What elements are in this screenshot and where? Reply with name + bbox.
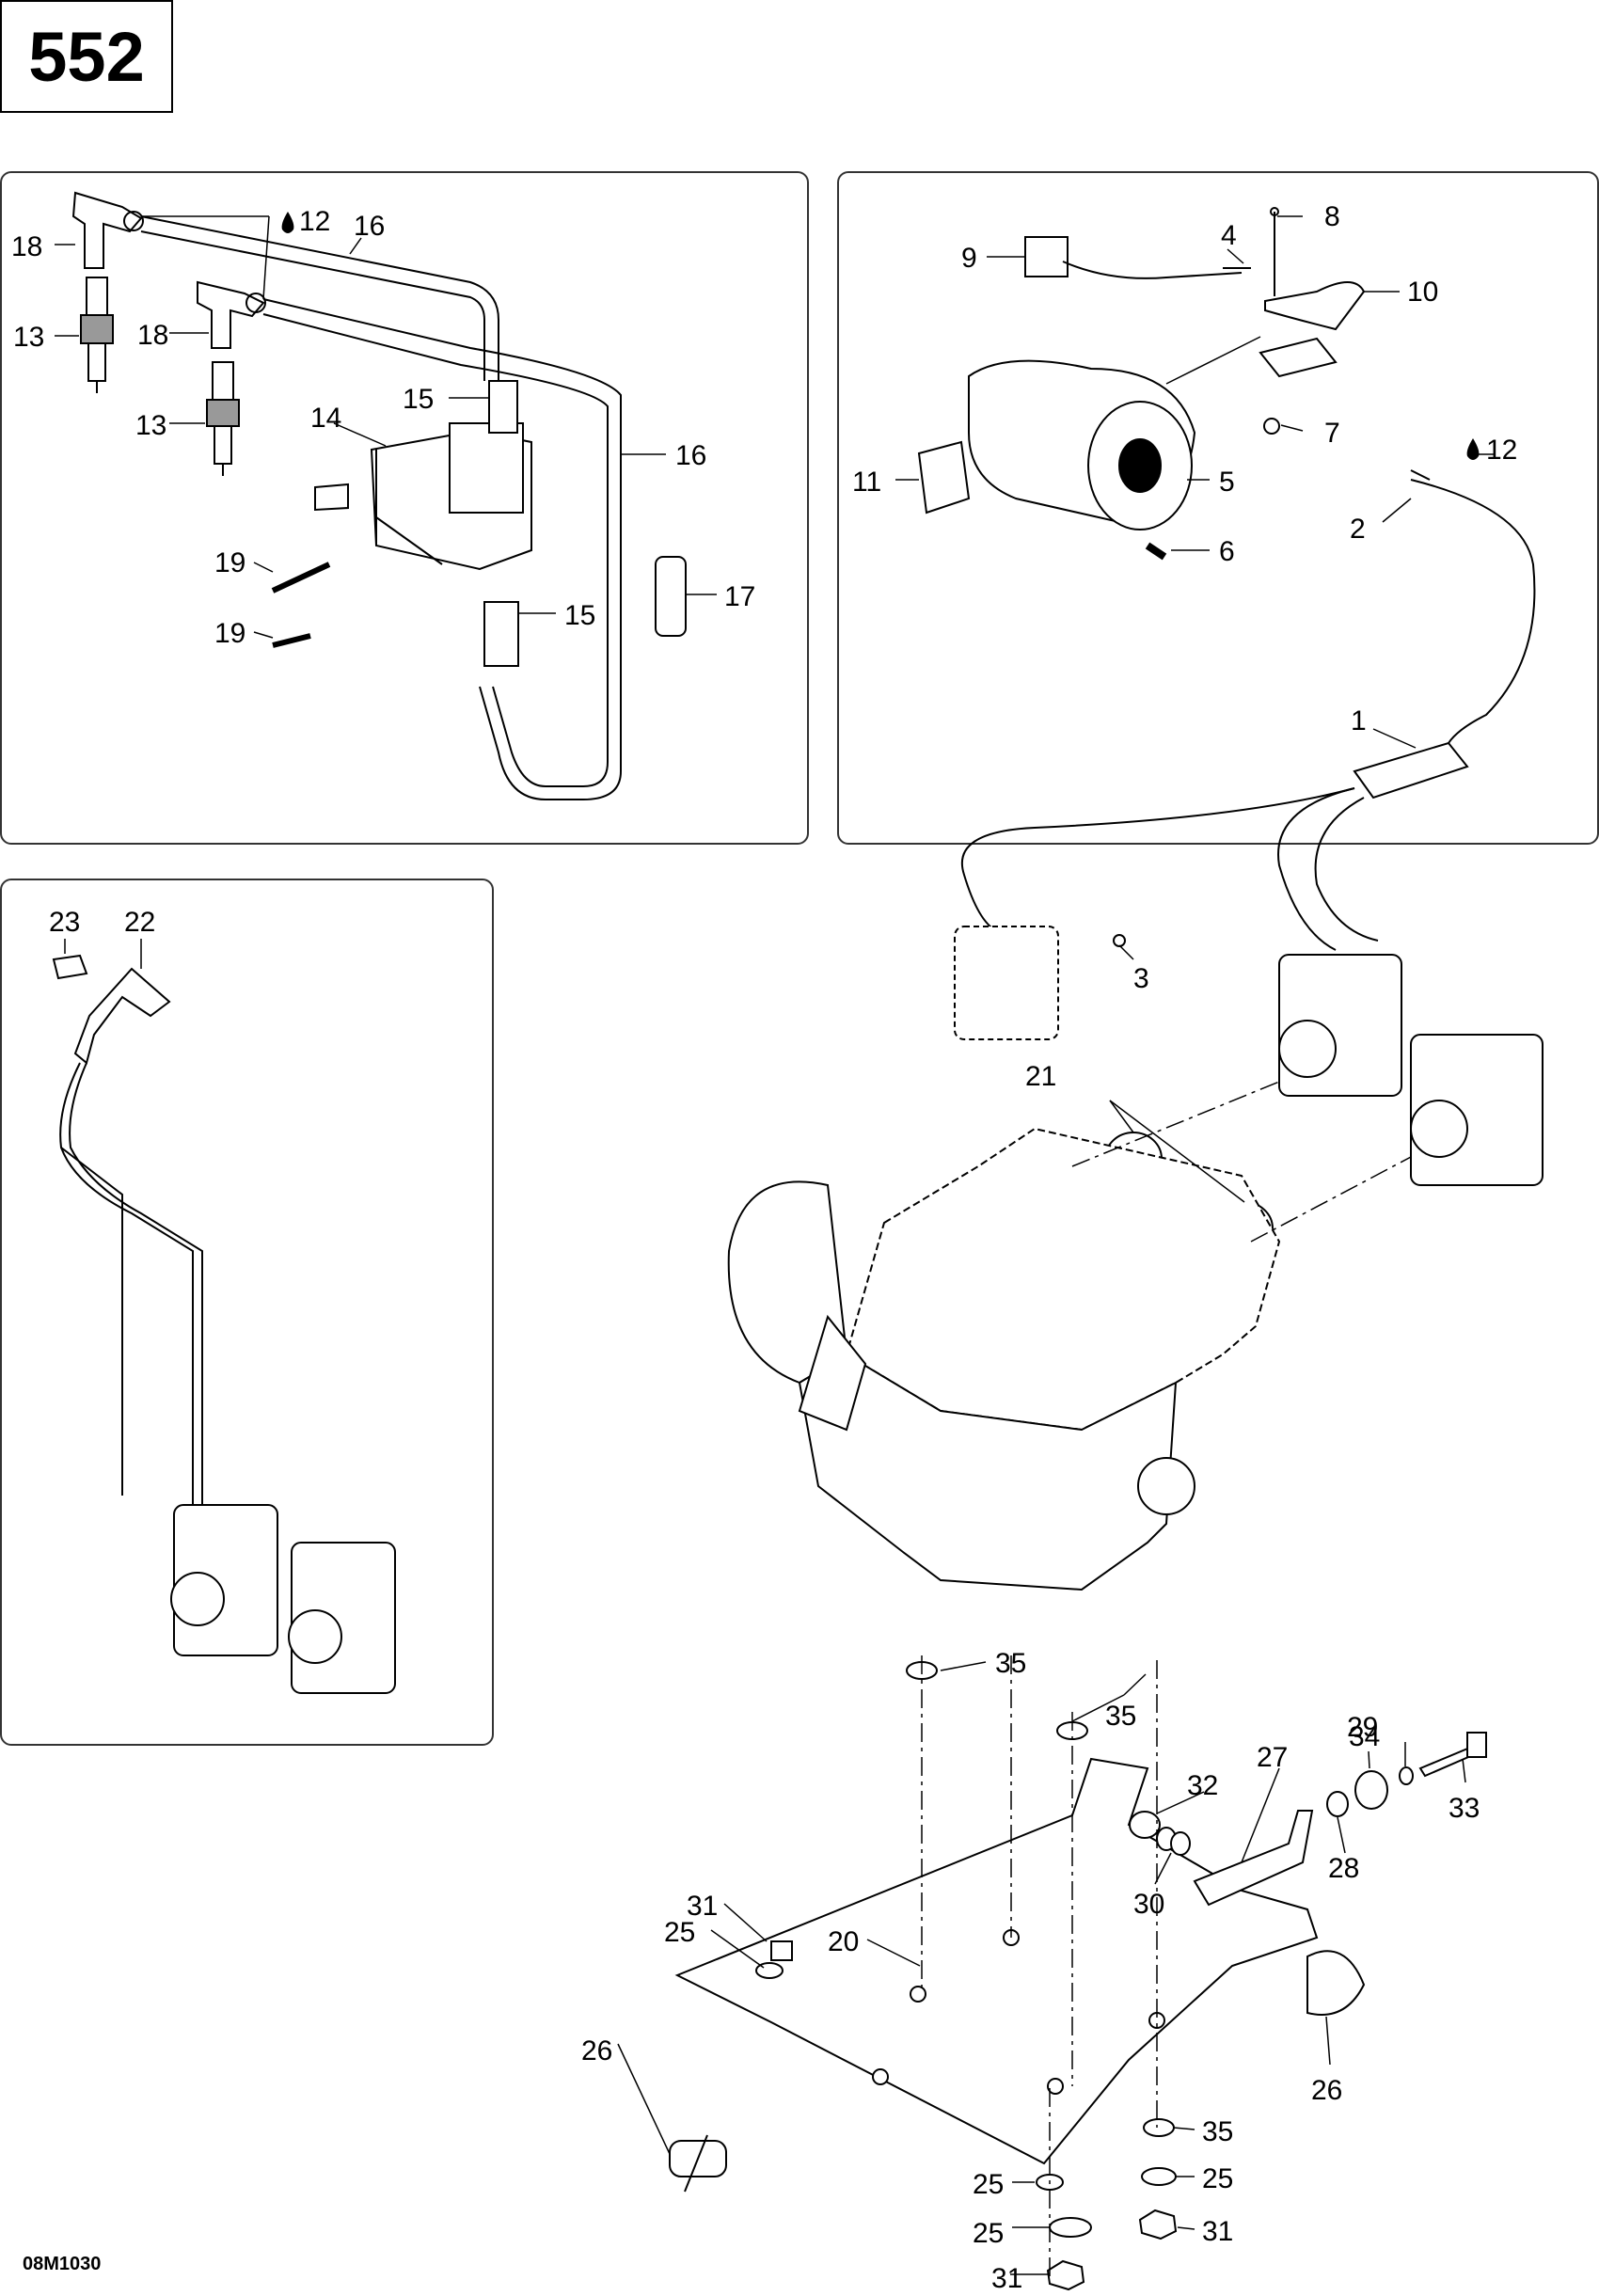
callout-16: 16	[675, 440, 706, 471]
bushing-29	[1354, 1770, 1388, 1810]
callout-12: 12	[299, 206, 330, 237]
throttle-cable	[1410, 469, 1536, 744]
throttle-cable-branches	[960, 787, 1379, 951]
callout-35: 35	[1202, 2116, 1233, 2147]
cable-junction-1	[1353, 741, 1469, 800]
sleeve-17	[655, 556, 687, 637]
ignition-coil-14	[314, 422, 532, 571]
rubber-grommet-15b	[483, 601, 519, 667]
callout-9: 9	[961, 243, 977, 274]
callout-26: 26	[1311, 2075, 1342, 2106]
page-number-badge: 552	[0, 0, 173, 113]
bolt-33	[1418, 1732, 1487, 1778]
carburetor-pair	[170, 1504, 396, 1694]
rubber-mount-26-right	[1306, 1950, 1366, 2016]
callout-31: 31	[687, 1891, 718, 1922]
ignition-wire-16	[140, 215, 622, 800]
callout-25: 25	[973, 2169, 1004, 2200]
drop-icon	[1466, 438, 1480, 460]
cable-connector-3	[1113, 934, 1126, 947]
callout-7: 7	[1324, 418, 1340, 449]
callout-31: 31	[1202, 2216, 1233, 2247]
callout-12: 12	[1486, 435, 1517, 466]
callout-32: 32	[1187, 1770, 1218, 1801]
nut-23	[52, 954, 88, 980]
circlip-7	[1263, 418, 1280, 435]
spark-plug-1	[80, 277, 114, 393]
callout-27: 27	[1257, 1742, 1288, 1773]
nuts-31-bottom	[1046, 2209, 1178, 2291]
panel-throttle-housing	[837, 171, 1599, 845]
throttle-position-sensor-22	[59, 967, 203, 1618]
spark-plug-cap-1	[71, 191, 144, 269]
callout-17: 17	[724, 581, 755, 612]
spark-plug-cap-2	[197, 280, 266, 349]
nut-32	[1129, 1811, 1161, 1839]
callout-1: 1	[1351, 705, 1367, 736]
callout-25: 25	[973, 2218, 1004, 2249]
callout-8: 8	[1324, 201, 1340, 232]
callout-28: 28	[1328, 1853, 1359, 1884]
engine-block	[727, 1127, 1281, 1591]
kill-switch-9	[1024, 236, 1243, 279]
washers-30	[1156, 1827, 1191, 1856]
callout-25: 25	[664, 1917, 695, 1948]
throttle-lever-10	[1259, 281, 1366, 378]
spark-plug-2	[206, 361, 240, 476]
nut-31-top	[770, 1940, 793, 1961]
callout-15: 15	[403, 384, 434, 415]
washer-28	[1326, 1791, 1349, 1817]
callout-23: 23	[49, 907, 80, 938]
callout-13: 13	[135, 410, 166, 441]
pin-8	[1270, 207, 1279, 296]
screw-19b	[272, 633, 311, 648]
studs-and-axis-lines	[921, 1081, 1412, 2276]
callout-19: 19	[214, 547, 245, 578]
screw-19a	[271, 562, 331, 594]
throttle-handle-housing-5	[968, 359, 1196, 530]
callout-34: 34	[1349, 1721, 1380, 1752]
callout-21: 21	[1025, 1061, 1056, 1092]
callout-22: 22	[124, 907, 155, 938]
callout-20: 20	[828, 1926, 859, 1957]
callout-25: 25	[1202, 2163, 1233, 2194]
carburetor-left-upper	[954, 926, 1059, 1040]
callout-11: 11	[852, 467, 881, 498]
drop-icon	[281, 212, 294, 233]
carburetor-right-pair	[1278, 954, 1544, 1186]
callout-31: 31	[991, 2263, 1022, 2294]
washer-34	[1399, 1766, 1414, 1785]
callout-2: 2	[1350, 514, 1366, 545]
cap-11	[917, 440, 971, 515]
callout-26: 26	[581, 2035, 612, 2066]
rubber-mount-26-left	[669, 2134, 727, 2193]
callout-35: 35	[1105, 1701, 1136, 1732]
callout-3: 3	[1133, 963, 1149, 994]
callout-18: 18	[137, 320, 168, 351]
callout-29: 29	[1347, 1712, 1378, 1743]
rubber-grommet-15a	[488, 380, 518, 434]
callout-16: 16	[354, 211, 385, 242]
callout-18: 18	[11, 231, 42, 262]
bracket-27	[1193, 1810, 1314, 1907]
spring-6	[1145, 542, 1167, 561]
callout-30: 30	[1133, 1889, 1164, 1920]
callout-14: 14	[310, 403, 341, 434]
callout-4: 4	[1221, 220, 1237, 251]
callout-10: 10	[1407, 277, 1438, 308]
callout-19: 19	[214, 618, 245, 649]
callout-13: 13	[13, 322, 44, 353]
callout-6: 6	[1219, 536, 1235, 567]
callout-5: 5	[1219, 467, 1235, 498]
figure-code: 08M1030	[23, 2254, 102, 2274]
callout-15: 15	[564, 600, 595, 631]
callout-33: 33	[1449, 1793, 1480, 1824]
callout-35: 35	[995, 1648, 1026, 1679]
